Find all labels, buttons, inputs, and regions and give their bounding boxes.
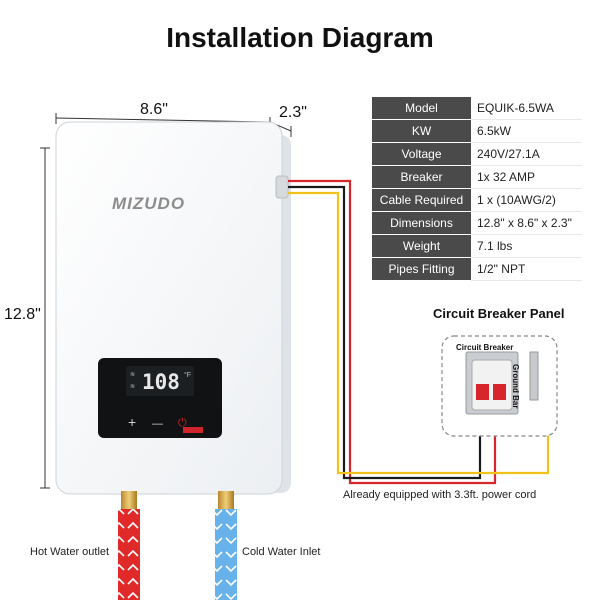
hot-water-pipe: [118, 509, 140, 600]
black-wire: [288, 185, 482, 480]
cable-gland: [275, 175, 289, 199]
power-cord-caption: Already equipped with 3.3ft. power cord: [343, 489, 537, 501]
breaker-panel-title: Circuit Breaker Panel: [433, 306, 565, 321]
spec-value: 6.5kW: [471, 119, 582, 143]
spec-value: 240V/27.1A: [471, 142, 582, 166]
spec-label: Pipes Fitting: [372, 257, 471, 281]
spec-value: 12.8" x 8.6" x 2.3": [471, 211, 582, 235]
display-icon-left-2: ≋: [130, 384, 136, 390]
power-cord-wires: [288, 179, 550, 485]
panel-logo: [183, 427, 203, 433]
spec-label: Dimensions: [372, 211, 471, 235]
page-title: Installation Diagram: [166, 22, 434, 53]
spec-label: Cable Required: [372, 188, 471, 212]
spec-label: Voltage: [372, 142, 471, 166]
hot-water-fitting: [121, 491, 137, 509]
cold-water-fitting: [218, 491, 234, 509]
width-label: 8.6": [140, 101, 168, 118]
ground-bar-label: Ground Bar: [511, 364, 520, 409]
breaker-switch-right: [493, 384, 506, 400]
circuit-breaker-label: Circuit Breaker: [456, 343, 514, 352]
cold-water-pipe: [215, 509, 237, 600]
power-button[interactable]: ⏻: [178, 417, 187, 429]
spec-label: Weight: [372, 234, 471, 258]
plus-button[interactable]: +: [128, 414, 137, 430]
minus-button[interactable]: —: [152, 418, 163, 430]
spec-value: 7.1 lbs: [471, 234, 582, 258]
spec-label: Model: [372, 97, 471, 120]
temperature-value: 108: [142, 370, 180, 394]
temperature-display: [126, 366, 194, 396]
spec-value: 1x 32 AMP: [471, 165, 582, 189]
spec-label: KW: [372, 119, 471, 143]
breaker-switch-left: [476, 384, 489, 400]
ground-bar: [529, 351, 539, 401]
spec-value: 1/2" NPT: [471, 257, 582, 281]
heater-body: [55, 121, 283, 495]
spec-label: Breaker: [372, 165, 471, 189]
cold-water-inlet-label: Cold Water Inlet: [242, 546, 321, 558]
spec-value: 1 x (10AWG/2): [471, 188, 582, 212]
display-icon-left: ≋: [130, 372, 136, 378]
height-label: 12.8": [4, 306, 41, 323]
temperature-unit: °F: [184, 372, 192, 379]
depth-label: 2.3": [279, 104, 307, 121]
hot-water-outlet-label: Hot Water outlet: [30, 546, 110, 558]
width-dimension-line: [55, 117, 271, 123]
spec-value: EQUIK-6.5WA: [471, 97, 582, 120]
red-wire: [288, 179, 497, 485]
brand-logo: MIZUDO: [112, 194, 186, 213]
